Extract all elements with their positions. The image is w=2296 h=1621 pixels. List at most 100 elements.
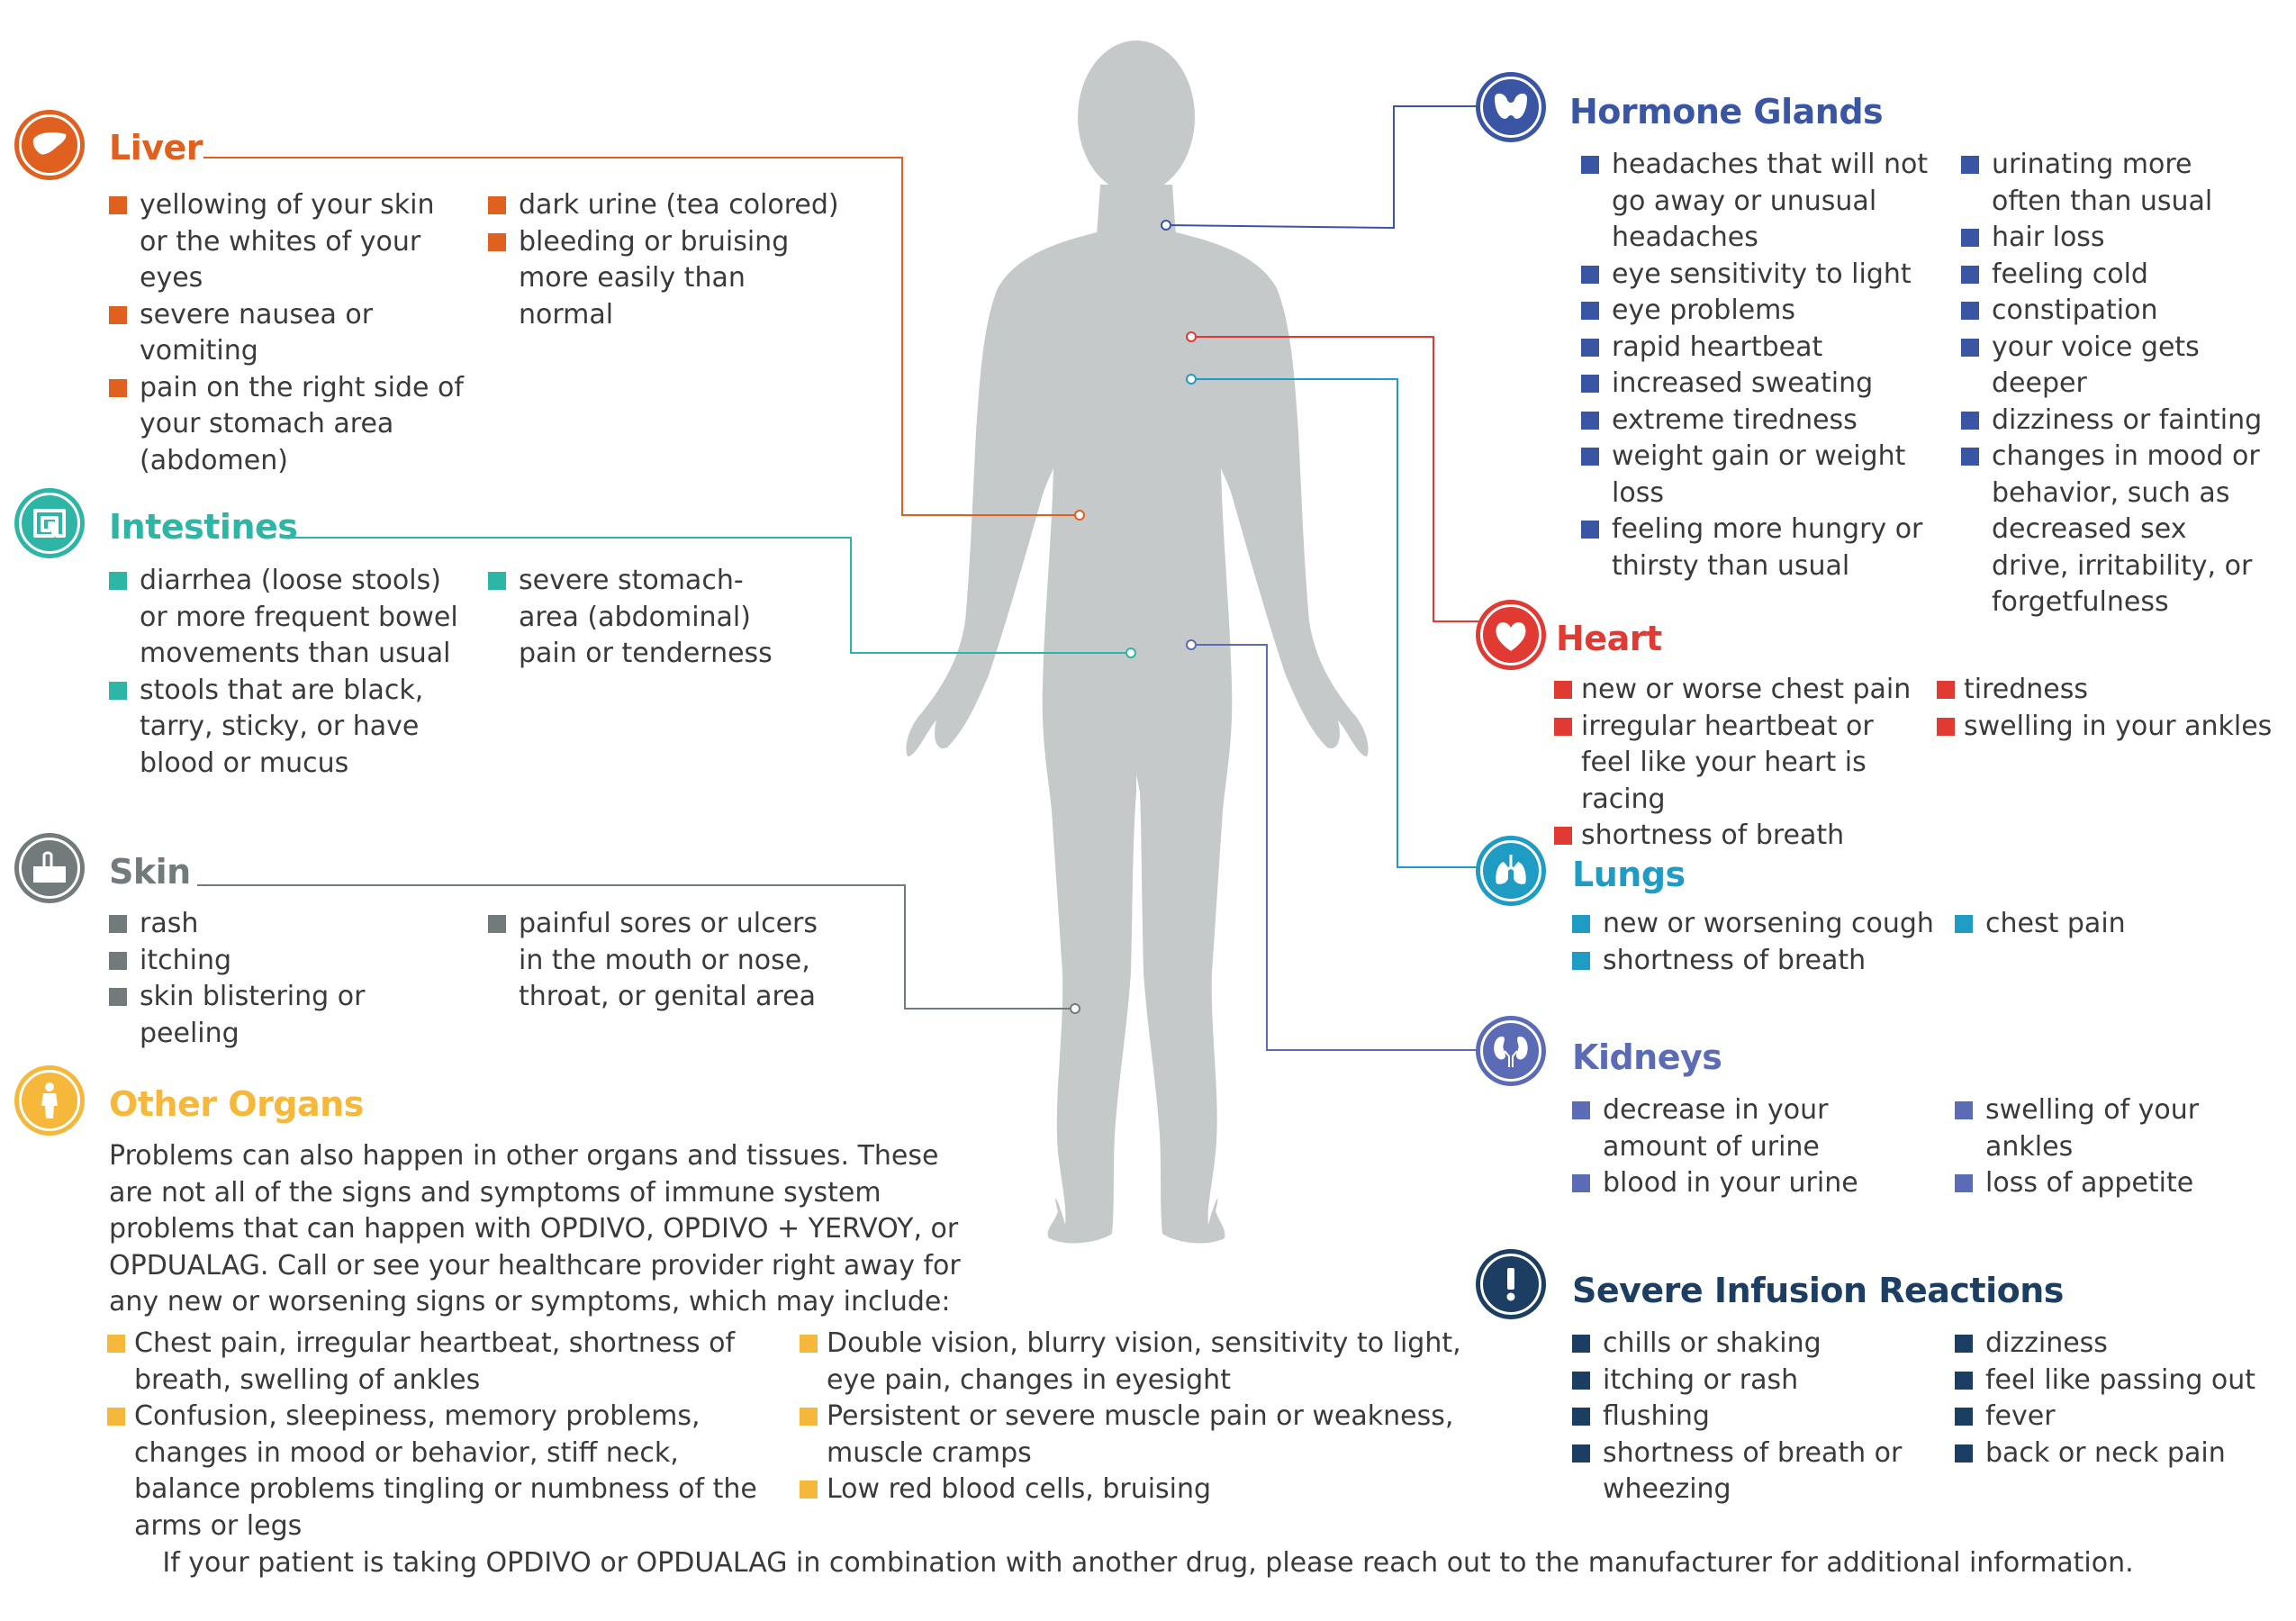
list-item: painful sores or ulcers in the mouth or … <box>488 906 830 1016</box>
hormone-connector <box>1165 105 1482 230</box>
list-item: headaches that will not go away or unusu… <box>1581 147 1941 257</box>
liver-title: Liver <box>109 128 203 168</box>
list-item: Double vision, blurry vision, sensitivit… <box>800 1326 1484 1399</box>
other-list-col1: Chest pain, irregular heartbeat, shortne… <box>107 1326 791 1544</box>
list-item: irregular heartbeat or feel like your he… <box>1554 709 1932 819</box>
kidneys-list-col2: swelling of your ankles loss of appetite <box>1955 1092 2279 1202</box>
list-item: dark urine (tea colored) <box>488 187 848 224</box>
heart-point <box>1186 331 1197 342</box>
list-item: shortness of breath <box>1554 818 1932 855</box>
severe-list-col1: chills or shaking itching or rash flushi… <box>1572 1326 1932 1508</box>
other-intro-text: Problems can also happen in other organs… <box>109 1140 961 1318</box>
list-item: Confusion, sleepiness, memory problems, … <box>107 1399 791 1544</box>
severe-list-col2: dizziness feel like passing out fever ba… <box>1955 1326 2279 1472</box>
intestines-icon <box>14 488 85 558</box>
list-item: dizziness or fainting <box>1961 403 2267 439</box>
other-title: Other Organs <box>109 1084 364 1124</box>
kidneys-icon <box>1476 1016 1546 1086</box>
list-item: increased sweating <box>1581 366 1941 403</box>
other-list-col2: Double vision, blurry vision, sensitivit… <box>800 1326 1484 1508</box>
list-item: bleeding or bruising more easily than no… <box>488 224 848 334</box>
list-item: rash <box>109 906 379 943</box>
list-item: Low red blood cells, bruising <box>800 1472 1484 1508</box>
list-item: tiredness <box>1937 672 2279 709</box>
heart-list-col1: new or worse chest pain irregular heartb… <box>1554 672 1932 855</box>
kidneys-title: Kidneys <box>1572 1037 1722 1077</box>
skin-connector <box>197 884 1075 1010</box>
lungs-point <box>1186 374 1197 385</box>
liver-icon <box>14 110 85 180</box>
lungs-icon <box>1476 836 1546 906</box>
list-item: severe stomach-area (abdominal) pain or … <box>488 563 794 673</box>
list-item: new or worsening cough <box>1572 906 1950 943</box>
intestines-list-col1: diarrhea (loose stools) or more frequent… <box>109 563 469 782</box>
list-item: pain on the right side of your stomach a… <box>109 370 469 480</box>
intestines-point <box>1125 647 1136 658</box>
list-item: swelling in your ankles <box>1937 709 2279 746</box>
kidneys-point <box>1186 639 1197 650</box>
skin-point <box>1070 1003 1080 1014</box>
list-item: your voice gets deeper <box>1961 330 2267 403</box>
list-item: constipation <box>1961 293 2267 330</box>
intestines-title: Intestines <box>109 507 298 547</box>
severe-title: Severe Infusion Reactions <box>1572 1271 2064 1310</box>
liver-point <box>1074 510 1085 521</box>
heart-title: Heart <box>1556 619 1662 658</box>
heart-connector <box>1191 336 1482 622</box>
kidneys-connector <box>1191 644 1482 1051</box>
intestines-list-col2: severe stomach-area (abdominal) pain or … <box>488 563 794 673</box>
list-item: feeling more hungry or thirsty than usua… <box>1581 512 1941 584</box>
skin-list-col1: rash itching skin blistering or peeling <box>109 906 379 1052</box>
skin-icon <box>14 833 85 903</box>
list-item: chills or shaking <box>1572 1326 1932 1363</box>
list-item: feeling cold <box>1961 257 2267 294</box>
list-item: new or worse chest pain <box>1554 672 1932 709</box>
list-item: stools that are black, tarry, sticky, or… <box>109 673 469 783</box>
hormone-point <box>1161 220 1171 231</box>
lungs-title: Lungs <box>1572 855 1686 894</box>
list-item: dizziness <box>1955 1326 2279 1363</box>
skin-title: Skin <box>109 852 191 892</box>
body-silhouette <box>906 41 1369 1244</box>
liver-list-col1: yellowing of your skin or the whites of … <box>109 187 469 479</box>
list-item: itching <box>109 943 379 980</box>
list-item: rapid heartbeat <box>1581 330 1941 367</box>
list-item: urinating more often than usual <box>1961 147 2267 220</box>
hormone-title: Hormone Glands <box>1569 92 1884 131</box>
kidneys-list-col1: decrease in your amount of urine blood i… <box>1572 1092 1932 1202</box>
footnote: If your patient is taking OPDIVO or OPDU… <box>162 1547 2134 1579</box>
list-item: eye problems <box>1581 293 1941 330</box>
lungs-list-col2: chest pain <box>1955 906 2261 943</box>
list-item: Persistent or severe muscle pain or weak… <box>800 1399 1484 1472</box>
lungs-connector <box>1191 378 1482 868</box>
hormone-list-col2: urinating more often than usual hair los… <box>1961 147 2267 621</box>
liver-connector <box>203 157 1080 516</box>
list-item: shortness of breath <box>1572 943 1950 980</box>
list-item: itching or rash <box>1572 1363 1932 1399</box>
list-item: Chest pain, irregular heartbeat, shortne… <box>107 1326 791 1399</box>
list-item: feel like passing out <box>1955 1363 2279 1399</box>
heart-icon <box>1476 600 1546 670</box>
list-item: shortness of breath or wheezing <box>1572 1435 1932 1508</box>
thyroid-icon <box>1476 72 1546 142</box>
list-item: yellowing of your skin or the whites of … <box>109 187 469 297</box>
list-item: loss of appetite <box>1955 1165 2279 1202</box>
list-item: chest pain <box>1955 906 2261 943</box>
intestines-connector <box>286 537 1131 654</box>
list-item: back or neck pain <box>1955 1435 2279 1472</box>
list-item: eye sensitivity to light <box>1581 257 1941 294</box>
list-item: fever <box>1955 1399 2279 1435</box>
list-item: decrease in your amount of urine <box>1572 1092 1932 1165</box>
list-item: swelling of your ankles <box>1955 1092 2279 1165</box>
list-item: flushing <box>1572 1399 1932 1435</box>
liver-list-col2: dark urine (tea colored) bleeding or bru… <box>488 187 848 333</box>
list-item: skin blistering or peeling <box>109 979 379 1052</box>
list-item: severe nausea or vomiting <box>109 297 469 370</box>
heart-list-col2: tiredness swelling in your ankles <box>1937 672 2279 745</box>
person-icon <box>14 1065 85 1136</box>
list-item: extreme tiredness <box>1581 403 1941 439</box>
exclamation-icon <box>1476 1249 1546 1319</box>
list-item: changes in mood or behavior, such as dec… <box>1961 439 2267 621</box>
list-item: diarrhea (loose stools) or more frequent… <box>109 563 469 673</box>
